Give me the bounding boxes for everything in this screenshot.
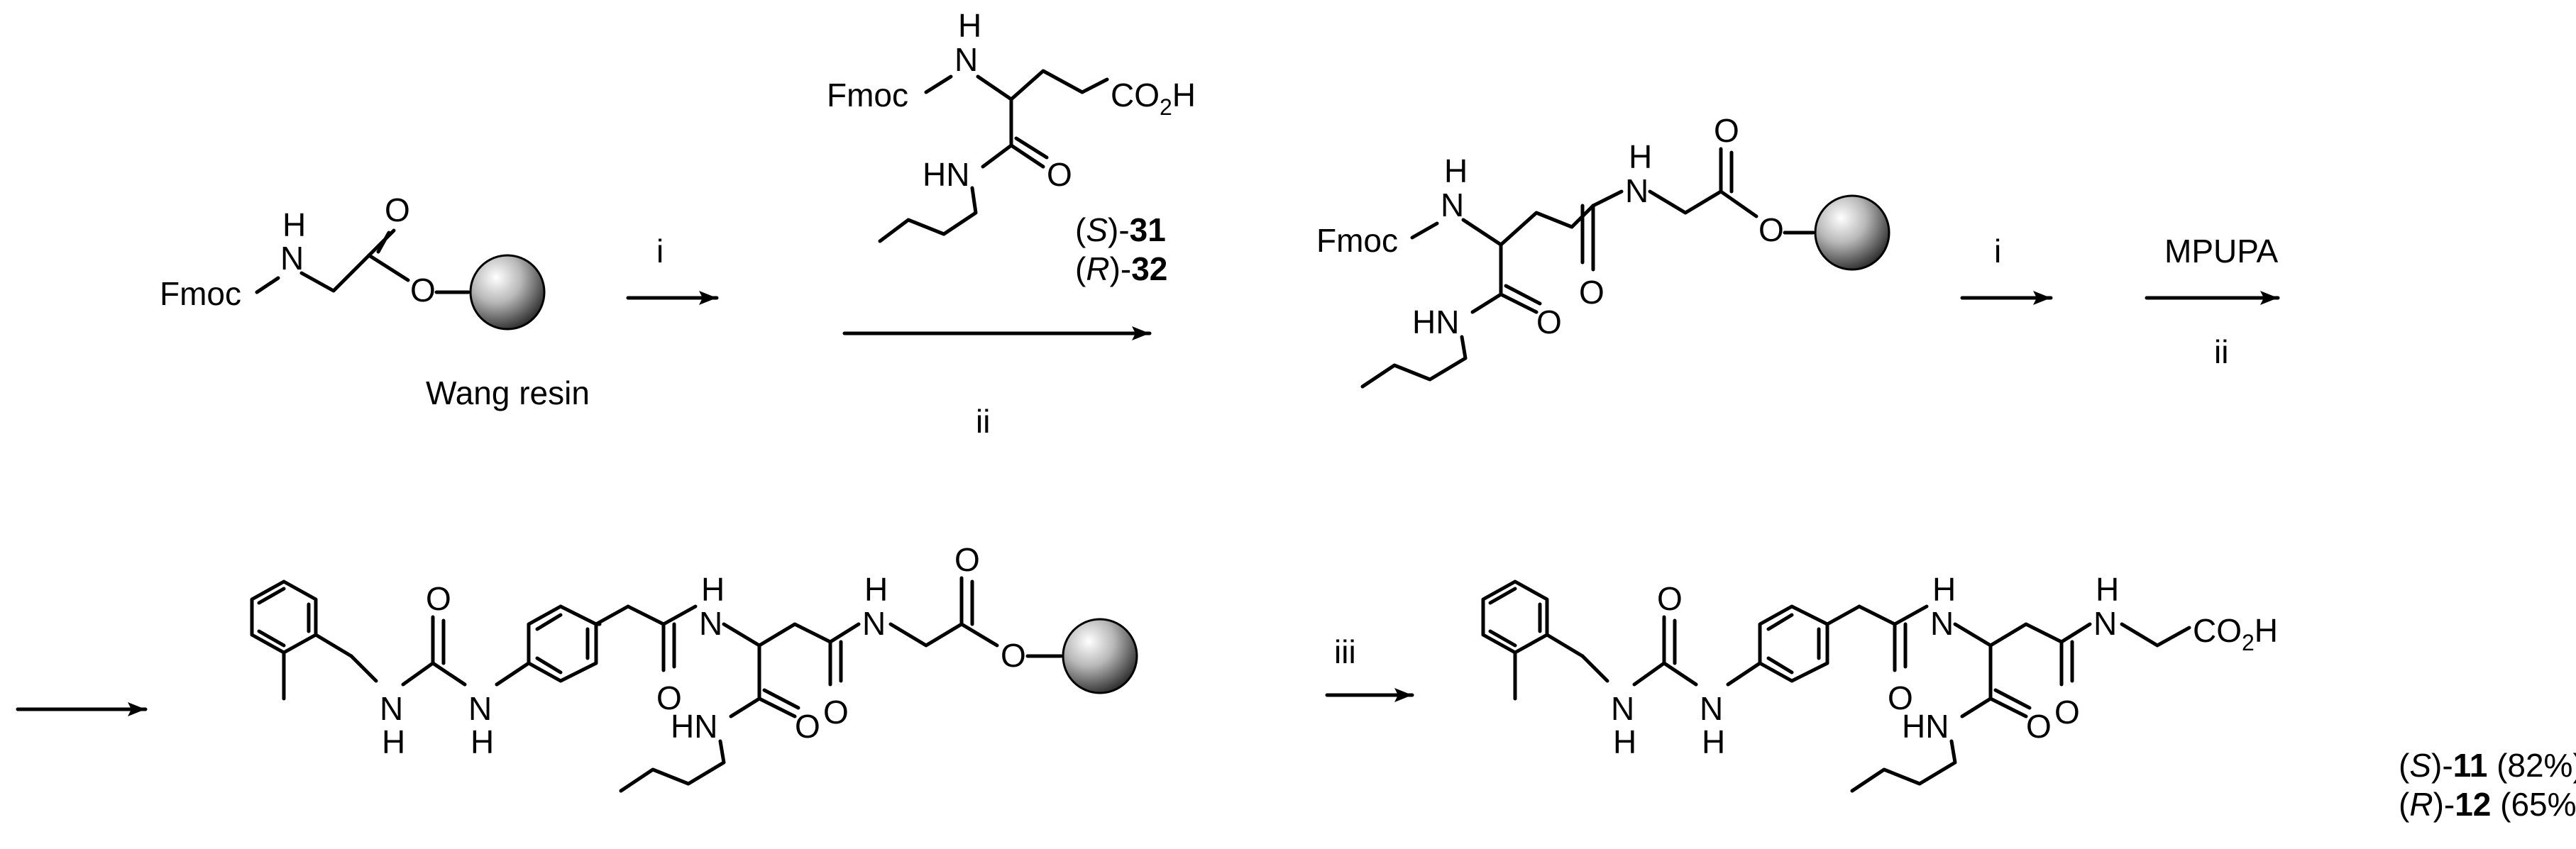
arrow-continuation: [16, 702, 148, 716]
nh-h-label: H: [282, 206, 306, 243]
amide-o-label-3b: O: [1536, 304, 1562, 340]
resin-bead-2: [1814, 194, 1890, 271]
urea-nh-2: N: [468, 690, 492, 727]
co2h-label: CO2H: [1111, 77, 1196, 120]
p-urea-nh-1: N: [1611, 690, 1634, 727]
compound-s31: (S)-31: [1075, 211, 1166, 248]
n-label-3b: N: [1625, 172, 1648, 209]
hn-label-3: HN: [1412, 304, 1459, 340]
p-amide-h-b: H: [2096, 571, 2119, 608]
p-co2h-label: CO2H: [2193, 612, 2278, 655]
amide-n-4b: N: [862, 605, 886, 642]
h-label-3: H: [1444, 152, 1468, 189]
carbonyl-o-4: O: [954, 541, 980, 578]
amide-o-4b: O: [823, 694, 849, 731]
p-amide-h-a: H: [1932, 571, 1956, 608]
amide-o-label-3a: O: [1579, 274, 1605, 311]
carbonyl-o-label: O: [385, 192, 410, 228]
fmoc-asp-gly-resin: Fmoc N H O N H O O O HN: [1316, 112, 1890, 389]
p-urea-nh-2: N: [1700, 690, 1723, 727]
h-label-2: H: [958, 7, 981, 44]
reagent-i-2: i: [1994, 233, 2001, 270]
fmoc-label-2: Fmoc: [827, 77, 908, 113]
fmoc-label: Fmoc: [160, 275, 241, 312]
arrow-step2: i MPUPA ii: [1960, 233, 2280, 370]
n-label-3: N: [1441, 187, 1464, 223]
amide-o-4c: O: [795, 708, 820, 745]
urea-o: O: [426, 580, 451, 617]
p-amide-o-b: O: [2054, 694, 2080, 731]
p-hn-label: HN: [1902, 708, 1949, 745]
amide-h-4b: H: [864, 571, 888, 608]
h-label-3b: H: [1629, 138, 1652, 175]
amide-o-4a: O: [656, 679, 682, 716]
p-urea-h-2: H: [1702, 723, 1725, 760]
product-labels: (S)-11 (82%) (R)-12 (65%): [2399, 747, 2576, 823]
p-urea-o: O: [1657, 580, 1683, 617]
p-amide-n-a: N: [1930, 605, 1954, 642]
fmoc-gly-wang-resin: Fmoc N H O O Wang resin: [160, 192, 590, 411]
p-urea-h-1: H: [1613, 723, 1636, 760]
amide-o-label-2: O: [1047, 156, 1072, 193]
mpupa-asp-gly-resin: N H O N H O N H O N H O O: [250, 541, 1138, 793]
urea-nh-1: N: [380, 690, 403, 727]
amide-n-4a: N: [699, 605, 722, 642]
arrow-step1-i: i: [626, 233, 719, 305]
arrow-step1-ii: ii: [842, 326, 1152, 440]
fmoc-label-3: Fmoc: [1316, 222, 1398, 259]
urea-h-1: H: [382, 723, 405, 760]
resin-bead: [469, 254, 546, 331]
hn-label-4: HN: [671, 708, 717, 745]
carbonyl-o-label-3: O: [1714, 112, 1739, 149]
arrow-step3-iii: iii: [1325, 633, 1414, 702]
fmoc-asp-propylamide: Fmoc N H CO2H O HN (S)-31 (R)-32: [827, 7, 1196, 287]
n-label-2: N: [954, 41, 978, 78]
p-amide-o-a: O: [1888, 679, 1913, 716]
reagent-ii-1: ii: [976, 403, 990, 440]
p-amide-o-c: O: [2026, 708, 2052, 745]
nh-n-label: N: [280, 240, 304, 277]
reagent-iii: iii: [1334, 633, 1356, 670]
urea-h-2: H: [470, 723, 494, 760]
compound-r12: (R)-12 (65%): [2399, 786, 2576, 823]
ester-o-4: O: [1001, 637, 1026, 674]
hn-label-2: HN: [923, 156, 969, 193]
compound-s11: (S)-11 (82%): [2399, 747, 2576, 784]
reagent-i-1: i: [656, 233, 664, 270]
reagent-ii-2: ii: [2214, 333, 2228, 370]
p-amide-n-b: N: [2093, 605, 2117, 642]
ester-o-label-3: O: [1758, 211, 1784, 248]
ester-o-label: O: [410, 272, 436, 309]
resin-bead-3: [1062, 618, 1138, 694]
reagent-mpupa: MPUPA: [2164, 233, 2278, 270]
final-product: N H O N H O N H O N H CO2H O HN: [1481, 571, 2278, 793]
amide-h-4a: H: [701, 571, 725, 608]
compound-r32: (R)-32: [1075, 250, 1167, 287]
wang-resin-label: Wang resin: [426, 374, 590, 411]
